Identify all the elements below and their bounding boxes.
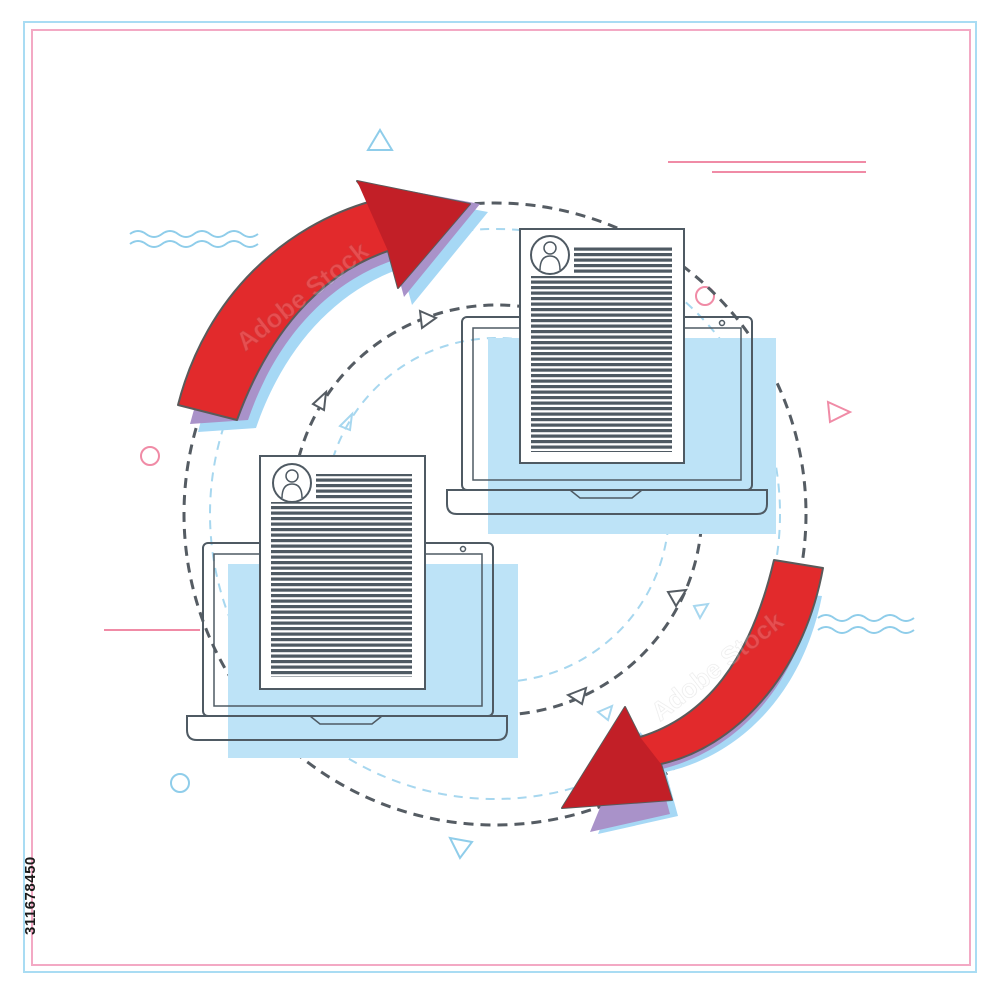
orbit-arrowhead-icon [311, 389, 328, 412]
orbit-arrowhead-icon [692, 602, 710, 621]
resume-document-icon [259, 455, 426, 690]
triangle-deco-icon [366, 128, 394, 151]
circle-deco-icon [170, 773, 190, 793]
user-avatar-icon [272, 463, 312, 503]
wave-deco-icon [129, 240, 259, 248]
wave-deco-icon [817, 626, 915, 634]
user-avatar-icon [530, 235, 570, 275]
triangle-deco-icon [448, 836, 474, 860]
curved-arrow-down-left-icon [561, 559, 824, 834]
orbit-arrowhead-icon [666, 588, 688, 608]
wave-deco-icon [817, 614, 915, 622]
decorative-frame [23, 21, 977, 973]
orbit-arrowhead-icon [596, 704, 614, 722]
stock-id-label: 311678450 [22, 856, 39, 935]
resume-document-icon [519, 228, 685, 464]
orbit-arrowhead-icon [565, 686, 588, 706]
circle-deco-icon [140, 446, 160, 466]
circle-deco-icon [695, 286, 715, 306]
orbit-arrowhead-icon [418, 309, 439, 330]
orbit-arrowhead-icon [338, 411, 354, 432]
triangle-deco-icon [826, 400, 853, 424]
wave-deco-icon [129, 230, 259, 238]
curved-arrow-up-right-icon [177, 180, 488, 432]
